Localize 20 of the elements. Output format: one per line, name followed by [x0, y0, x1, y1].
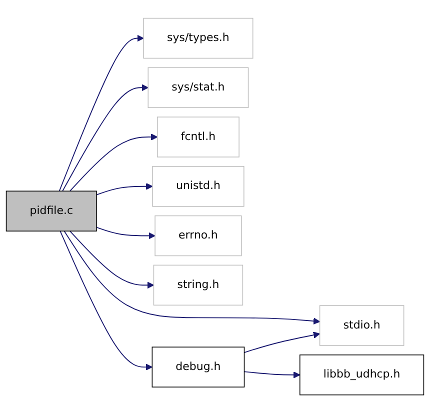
node-box: sys/stat.h: [148, 67, 249, 108]
arrow: [62, 84, 148, 192]
arrow: [96, 226, 156, 240]
arrow: [64, 230, 320, 324]
node-box: libbb_udhcp.h: [300, 354, 424, 396]
node-box: unistd.h: [152, 166, 244, 207]
arrow: [244, 332, 320, 353]
arrow: [96, 182, 153, 196]
node-box: errno.h: [154, 215, 242, 256]
arrow: [244, 371, 300, 378]
node-box: string.h: [153, 264, 244, 306]
node-box: stdio.h: [319, 305, 404, 346]
arrow: [58, 34, 144, 192]
arrow: [69, 230, 154, 289]
node-box: sys/types.h: [143, 18, 254, 59]
arrow: [69, 134, 158, 192]
node-box: debug.h: [152, 346, 245, 388]
node-box: pidfile.c: [6, 190, 97, 232]
node-box: fcntl.h: [156, 116, 240, 158]
arrow: [60, 230, 152, 370]
